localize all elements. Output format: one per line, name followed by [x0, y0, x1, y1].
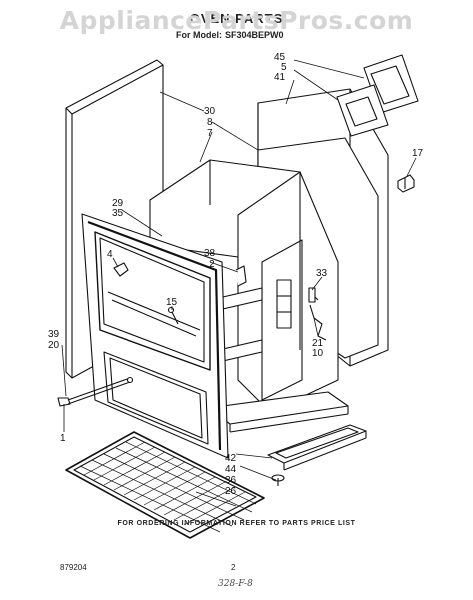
- front-frame: [81, 213, 229, 459]
- callout-4: 4: [107, 249, 113, 260]
- callout-10: 10: [312, 348, 324, 359]
- callout-26: 26: [225, 486, 237, 497]
- callout-45: 45: [274, 52, 286, 63]
- hinge-rod: [57, 376, 134, 407]
- callout-1: 1: [60, 433, 66, 444]
- callout-8: 8: [207, 117, 213, 128]
- callout-30: 30: [204, 106, 216, 117]
- callout-17: 17: [412, 148, 424, 159]
- callout-35: 35: [112, 208, 124, 219]
- callout-21: 21: [312, 338, 324, 349]
- callout-5: 5: [281, 62, 287, 73]
- callout-7: 7: [207, 128, 213, 139]
- callout-labels: 45 5 41 30 8 7 17 29 35 4 38 2 33 15 39 …: [48, 52, 424, 497]
- callout-38: 38: [204, 248, 216, 259]
- leveler-foot: [271, 474, 285, 486]
- callout-44: 44: [225, 464, 237, 475]
- callout-15: 15: [166, 297, 178, 308]
- callout-20: 20: [48, 340, 60, 351]
- callout-39: 39: [48, 329, 60, 340]
- callout-41: 41: [274, 72, 286, 83]
- vent-cover-inner: [336, 84, 389, 137]
- oven-rack: [65, 431, 265, 539]
- oven-cavity: [149, 159, 339, 413]
- callout-29: 29: [112, 198, 124, 209]
- model-number: SF304BEPW0: [225, 30, 284, 40]
- handwritten-mark: 328-F-8: [218, 579, 253, 589]
- leader-lines: [61, 59, 417, 507]
- bracket-part: [397, 174, 415, 193]
- page-number: 2: [231, 563, 236, 572]
- page-title: OVEN PARTS: [189, 11, 284, 26]
- callout-42: 42: [225, 453, 237, 464]
- callout-33: 33: [316, 268, 328, 279]
- callout-36: 36: [225, 475, 237, 486]
- model-line: For Model:SF304BEPW0: [176, 30, 316, 40]
- drawer-rail: [267, 424, 367, 471]
- clip-part: [235, 265, 247, 287]
- callout-2: 2: [209, 259, 215, 270]
- document-number: 879204: [60, 563, 87, 572]
- model-prefix: For Model:: [176, 30, 222, 40]
- ordering-info-note: FOR ORDERING INFORMATION REFER TO PARTS …: [117, 520, 356, 527]
